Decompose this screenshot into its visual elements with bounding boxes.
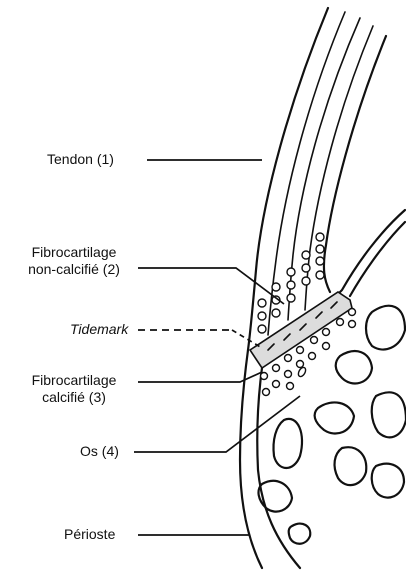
label-fibrocartilage-uncalcified: Fibrocartilage non-calcifié (2) [18, 244, 130, 278]
fibro-calc-leader [138, 372, 262, 382]
tendon-fibers [248, 8, 386, 350]
label-tidemark: Tidemark [70, 321, 128, 338]
label-fibro-calc-line2: calcifié (3) [18, 389, 130, 406]
tidemark-leader-tail [232, 330, 262, 348]
cortex-upper-right [336, 210, 405, 304]
label-periosteum: Périoste [64, 526, 115, 543]
label-tendon: Tendon (1) [47, 151, 114, 168]
label-fibro-calc-line1: Fibrocartilage [18, 372, 130, 389]
cortex-lower-right [350, 222, 405, 296]
bone-leader [134, 396, 300, 452]
label-fibro-uncalc-line2: non-calcifié (2) [18, 261, 130, 278]
label-fibrocartilage-calcified: Fibrocartilage calcifié (3) [18, 372, 130, 406]
label-bone: Os (4) [80, 443, 119, 460]
bone-inner-cortex [257, 368, 300, 568]
label-fibro-uncalc-line1: Fibrocartilage [18, 244, 130, 261]
